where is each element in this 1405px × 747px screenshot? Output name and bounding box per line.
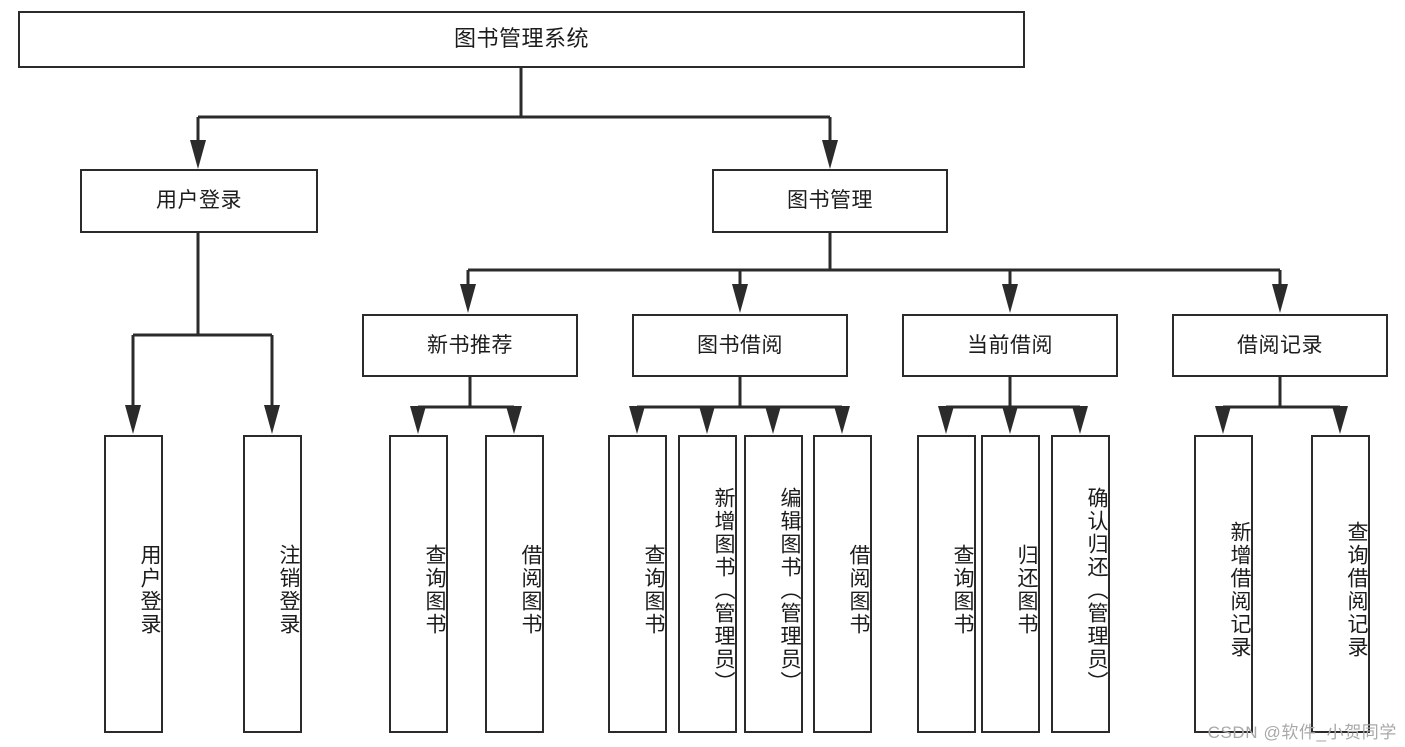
leaf-query-book-current[interactable]: 查询图书 (917, 435, 976, 733)
node-user-login[interactable]: 用户登录 (80, 169, 318, 233)
leaf-confirm-return-admin-label: 确认归还（管理员） (1085, 486, 1108, 694)
leaf-user-login[interactable]: 用户登录 (104, 435, 163, 733)
leaf-query-borrow-record[interactable]: 查询借阅记录 (1311, 435, 1370, 733)
leaf-return-book[interactable]: 归还图书 (981, 435, 1040, 733)
leaf-query-book-recommend[interactable]: 查询图书 (389, 435, 448, 733)
leaf-add-book-admin-label: 新增图书（管理员） (712, 486, 735, 694)
node-borrow-records-label: 借阅记录 (1237, 333, 1323, 357)
leaf-query-book-borrow-label: 查询图书 (642, 544, 665, 636)
node-current-borrow-label: 当前借阅 (967, 333, 1053, 357)
node-book-management[interactable]: 图书管理 (712, 169, 948, 233)
node-borrow-records[interactable]: 借阅记录 (1172, 314, 1388, 377)
node-user-login-label: 用户登录 (156, 189, 242, 213)
node-current-borrow[interactable]: 当前借阅 (902, 314, 1118, 377)
leaf-edit-book-admin-label: 编辑图书（管理员） (778, 486, 801, 694)
leaf-query-book-borrow[interactable]: 查询图书 (608, 435, 667, 733)
leaf-borrow-book-recommend[interactable]: 借阅图书 (485, 435, 544, 733)
node-root-label: 图书管理系统 (453, 26, 589, 52)
leaf-query-borrow-record-label: 查询借阅记录 (1345, 521, 1368, 659)
leaf-borrow-book-recommend-label: 借阅图书 (519, 544, 542, 636)
leaf-return-book-label: 归还图书 (1015, 544, 1038, 636)
node-book-management-label: 图书管理 (787, 189, 873, 213)
leaf-logout-label: 注销登录 (277, 544, 300, 636)
leaf-query-book-current-label: 查询图书 (951, 544, 974, 636)
node-new-book-recommend-label: 新书推荐 (427, 333, 513, 357)
leaf-borrow-book-label: 借阅图书 (847, 544, 870, 636)
leaf-confirm-return-admin[interactable]: 确认归还（管理员） (1051, 435, 1110, 733)
leaf-logout[interactable]: 注销登录 (243, 435, 302, 733)
leaf-query-book-recommend-label: 查询图书 (423, 544, 446, 636)
node-new-book-recommend[interactable]: 新书推荐 (362, 314, 578, 377)
leaf-add-book-admin[interactable]: 新增图书（管理员） (678, 435, 737, 733)
node-book-borrow-label: 图书借阅 (697, 333, 783, 357)
leaf-borrow-book[interactable]: 借阅图书 (813, 435, 872, 733)
watermark-text: CSDN @软件_小贺同学 (1207, 723, 1397, 742)
leaf-user-login-label: 用户登录 (138, 544, 161, 636)
leaf-add-borrow-record-label: 新增借阅记录 (1228, 521, 1251, 659)
leaf-edit-book-admin[interactable]: 编辑图书（管理员） (744, 435, 803, 733)
leaf-add-borrow-record[interactable]: 新增借阅记录 (1194, 435, 1253, 733)
node-root[interactable]: 图书管理系统 (18, 11, 1025, 68)
node-book-borrow[interactable]: 图书借阅 (632, 314, 848, 377)
